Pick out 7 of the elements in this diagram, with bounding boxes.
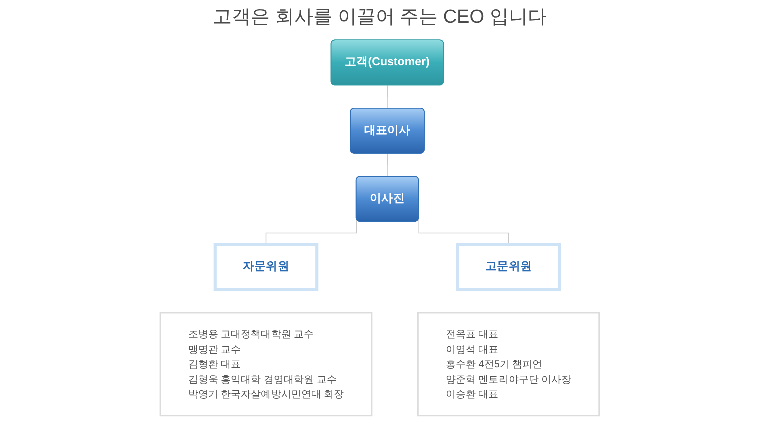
- node-box: 조병용 고대정책대학원 교수 맹명관 교수 김형환 대표 김형욱 홍익대학 경영대학원 교수 박영기 한국자살예방시민연대 회장: [160, 312, 373, 417]
- title: 고객은 회사를 이끌어 주는 CEO 입니다: [213, 6, 547, 30]
- connector: [387, 85, 388, 110]
- node-box: 전옥표 대표 이영석 대표 홍수환 4전5기 챔피언 양준혁 멘토리야구단 이사장 이승환 대표: [417, 312, 600, 417]
- node-box: 고문위원: [456, 243, 562, 292]
- connector: [387, 153, 388, 178]
- node-box: 자문위원: [214, 243, 319, 292]
